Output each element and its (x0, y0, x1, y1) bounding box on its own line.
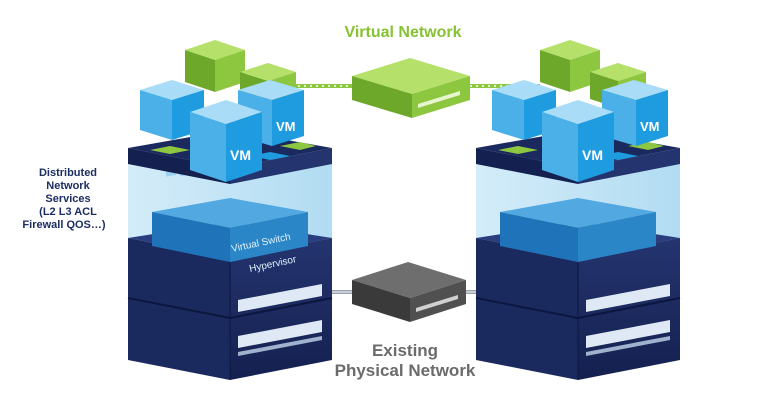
right-vm-cubes: VM VM (492, 80, 668, 182)
physical-network-title-line2: Physical Network (335, 361, 476, 380)
services-label-line2: Network (46, 180, 90, 192)
virtual-network-title: Virtual Network (344, 24, 461, 41)
left-host-stack: Virtual Switch Hypervisor (127, 40, 333, 380)
physical-network-title-line1: Existing (372, 341, 438, 360)
right-vm-label-front: VM (582, 147, 603, 163)
right-vm-label-right: VM (640, 119, 660, 134)
left-vm-label-front: VM (230, 147, 251, 163)
virtual-network-switch (352, 58, 470, 118)
left-vm-cubes: VM VM (140, 80, 304, 182)
services-label-line5: Firewall QOS…) (22, 219, 105, 231)
left-vm-label-right: VM (276, 119, 296, 134)
services-label-line1: Distributed (39, 167, 97, 179)
services-label-line4: (L2 L3 ACL (39, 206, 97, 218)
right-host-stack: VM VM (475, 40, 681, 380)
physical-network-switch (352, 262, 466, 322)
distributed-services-label: Distributed Network Services (L2 L3 ACL … (22, 167, 105, 231)
services-label-line3: Services (45, 193, 90, 205)
right-virtual-switch (500, 198, 656, 262)
